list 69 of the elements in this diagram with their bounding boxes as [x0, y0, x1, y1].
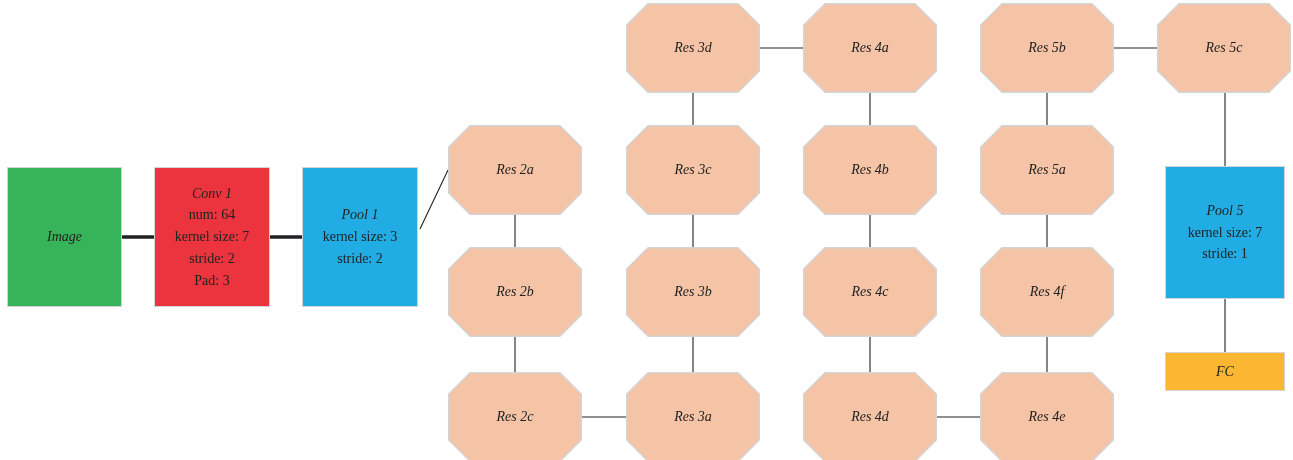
layer-name: Image — [47, 228, 82, 247]
connector-line — [514, 336, 516, 373]
layer-name: Res 4b — [851, 161, 889, 180]
layer-name: Res 5a — [1028, 161, 1066, 180]
layer-name: Res 5c — [1205, 39, 1243, 58]
residual-block-octagon — [448, 125, 582, 215]
connector-line — [1224, 298, 1226, 353]
connector-line — [869, 92, 871, 126]
residual-block-octagon — [803, 125, 937, 215]
layer-name: Res 4e — [1028, 408, 1066, 427]
residual-block-octagon — [448, 372, 582, 460]
residual-block-octagon — [448, 247, 582, 337]
residual-block-octagon — [626, 3, 760, 93]
layer-name: Res 4c — [851, 283, 889, 302]
layer-parameter: stride: 2 — [337, 249, 383, 268]
connector-line — [1113, 47, 1158, 49]
pool-layer-box — [1165, 166, 1285, 299]
layer-name: Res 4d — [851, 408, 889, 427]
layer-name: Conv 1 — [191, 184, 233, 203]
connector-line — [692, 92, 694, 126]
layer-parameter: stride: 2 — [189, 249, 235, 268]
layer-name: Res 2b — [496, 283, 534, 302]
connector-line — [1046, 92, 1048, 126]
residual-block-octagon — [626, 372, 760, 460]
layer-name: Res 3b — [674, 283, 712, 302]
layer-name: Res 3a — [674, 408, 712, 427]
layer-name: FC — [1216, 362, 1234, 381]
layer-name: Pool 1 — [341, 206, 379, 225]
layer-name: Res 2c — [496, 408, 534, 427]
connector-line — [869, 336, 871, 373]
connector-line — [1046, 214, 1048, 248]
residual-block-octagon — [626, 125, 760, 215]
connector-line — [1224, 92, 1226, 167]
residual-block-octagon — [1157, 3, 1291, 93]
residual-block-octagon — [980, 247, 1114, 337]
conv-layer-box — [154, 167, 270, 307]
layer-parameter: stride: 1 — [1202, 245, 1248, 264]
connector-line — [692, 336, 694, 373]
connector-line — [936, 416, 981, 418]
residual-block-octagon — [803, 372, 937, 460]
residual-block-octagon — [980, 3, 1114, 93]
pool-layer-box — [302, 167, 418, 307]
layer-parameter: Pad: 3 — [194, 271, 230, 290]
connector-line — [514, 214, 516, 248]
connector-line — [869, 214, 871, 248]
residual-block-octagon — [980, 372, 1114, 460]
connector-line — [581, 416, 627, 418]
layer-name: Res 4f — [1029, 283, 1065, 302]
connector-line — [759, 47, 804, 49]
layer-name: Res 4a — [851, 39, 889, 58]
layer-name: Res 3c — [674, 161, 712, 180]
layer-parameter: kernel size: 7 — [1187, 223, 1263, 242]
connector-line — [692, 214, 694, 248]
input-box — [7, 167, 122, 307]
layer-parameter: kernel size: 3 — [322, 228, 398, 247]
connector-line — [122, 235, 154, 239]
connector-line — [270, 235, 302, 239]
connector-line — [1046, 336, 1048, 373]
residual-block-octagon — [803, 247, 937, 337]
layer-name: Res 3d — [674, 39, 712, 58]
fc-layer-box — [1165, 352, 1285, 391]
layer-parameter: kernel size: 7 — [174, 228, 250, 247]
layer-name: Res 2a — [496, 161, 534, 180]
residual-block-octagon — [626, 247, 760, 337]
layer-name: Pool 5 — [1206, 201, 1244, 220]
layer-name: Res 5b — [1028, 39, 1066, 58]
residual-block-octagon — [980, 125, 1114, 215]
layer-parameter: num: 64 — [188, 206, 236, 225]
residual-block-octagon — [803, 3, 937, 93]
